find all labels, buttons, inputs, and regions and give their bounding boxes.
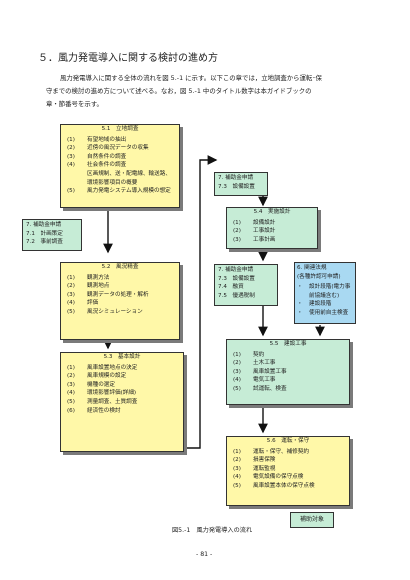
box-basic-design: 5.3 基本設計 (1)風車設置地点の決定 (2)風車規模の設定 (3)機種の選… <box>60 352 184 452</box>
figure-caption: 図5.-1 風力発電導入の流れ <box>172 527 253 534</box>
box-subsidy-finance: 7. 補助金申請 7.3 設備設置 7.4 融資 7.5 優遇税制 <box>214 264 278 306</box>
intro-line-3: 章・節番号を示す。 <box>46 100 103 108</box>
box-detailed-design: 5.4 実施設計 (1)設備設計 (2)工事設計 (3)工事計画 <box>226 207 318 249</box>
box-construction: 5.5 建設工事 (1)契約 (2)土木工事 (3)風車設置工事 (4)電気工事… <box>226 339 350 405</box>
intro-paragraph: 風力発電導入に関する全体の流れを図 5.-1 に示す。以下この章では，立地調査か… <box>46 72 366 111</box>
box-operation-maintenance: 5.6 運転・保守 (1)運転・保守、補修契約 (2)損害保険 (3)運転監視 … <box>226 436 350 506</box>
box-title: 5.1 立地調査 <box>101 126 139 132</box>
box-subsidy-plan: 7. 補助金申請 7.1 計画策定 7.2 事前調査 <box>22 219 82 251</box>
box-subsidy-install: 7. 補助金申請 7.3 設備設置 <box>214 172 268 196</box>
legend-subsidy-target: 補助対象 <box>290 512 334 528</box>
box-wind-survey: 5.2 風況精査 (1)観測方法 (2)観測地点 (3)観測データの処理・解析 … <box>60 262 180 340</box>
arrow-53-to-right <box>184 155 218 449</box>
box-related-laws: 6. 関連法規 (各種許認可申請) ・設計段階(電力事 前協議含む) ・建設段階… <box>294 262 356 324</box>
section-heading: ５．風力発電導入に関する検討の進め方 <box>38 53 218 64</box>
intro-line-2: 守までの検討の進め方について述べる。なお，図 5.-1 中のタイトル数字は本ガイ… <box>46 87 312 95</box>
box-site-survey: 5.1 立地調査 (1)有望地域の抽出 (2)近傍の風況データの収集 (3)自然… <box>60 124 180 208</box>
intro-line-1: 風力発電導入に関する全体の流れを図 5.-1 に示す。以下この章では，立地調査か… <box>60 74 322 82</box>
page-number: - 81 - <box>196 551 213 558</box>
